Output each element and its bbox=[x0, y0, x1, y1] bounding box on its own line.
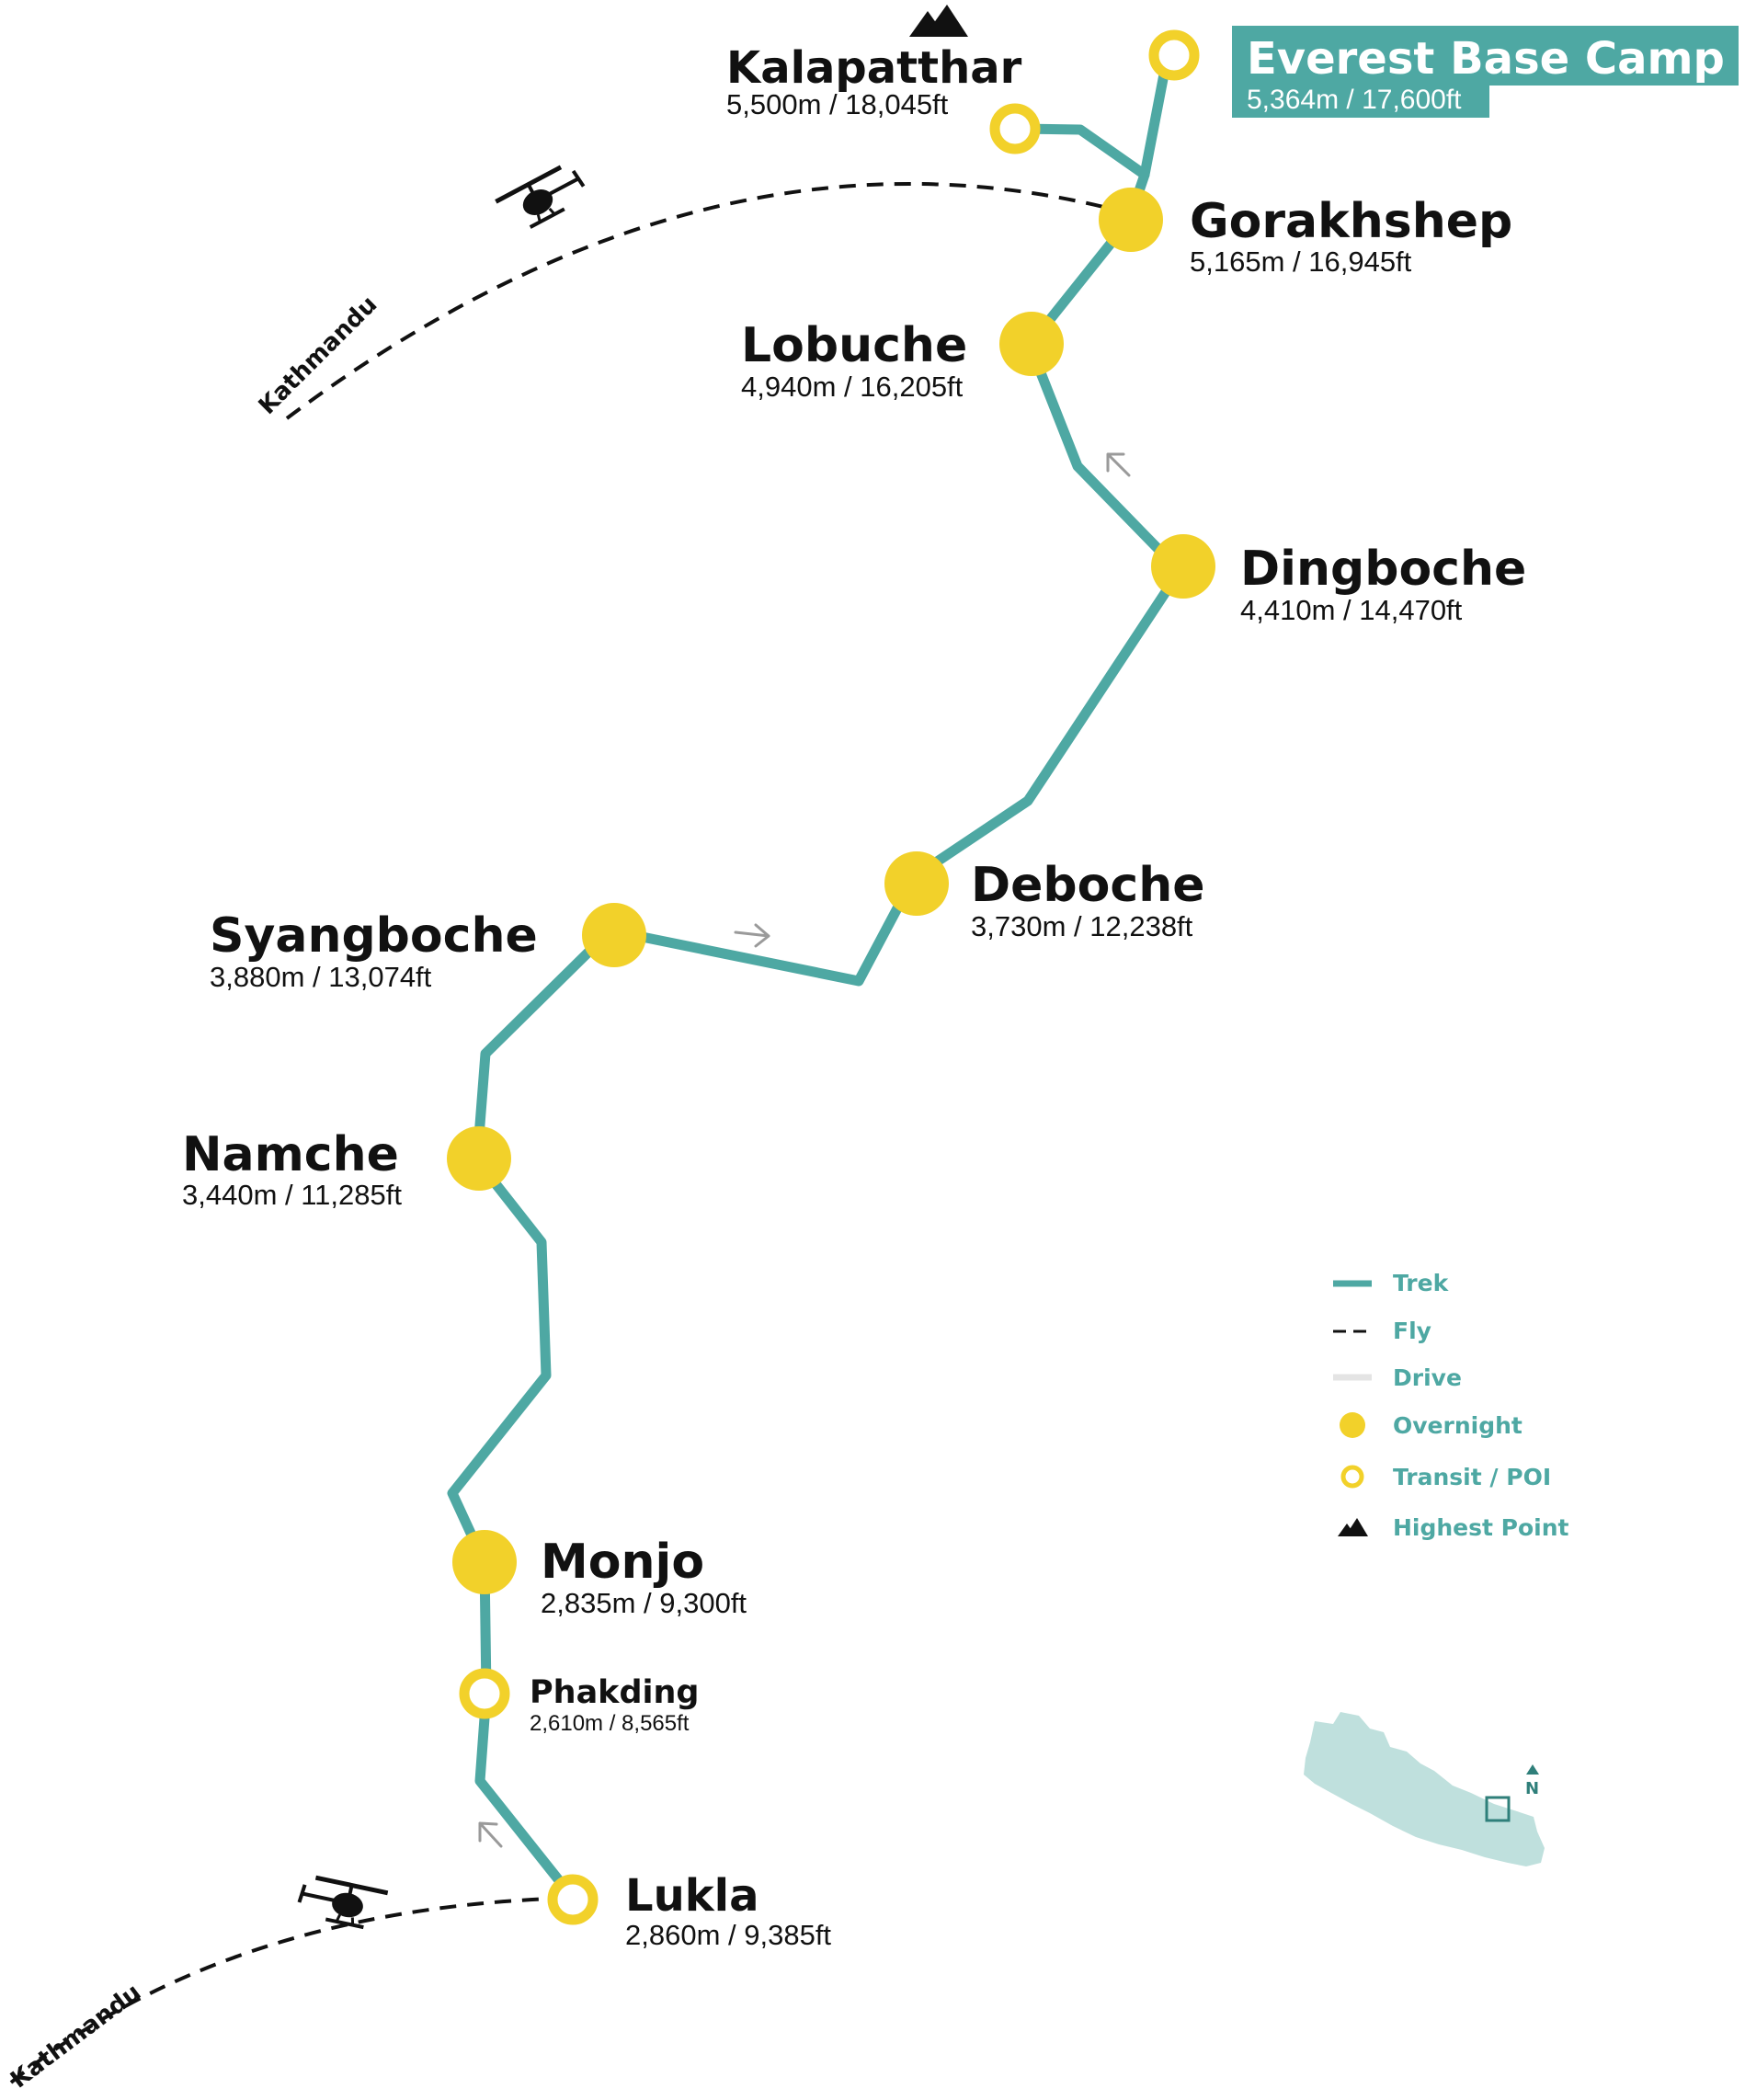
direction-arrow-icon bbox=[478, 452, 1131, 1848]
ebc-alt-box bbox=[1232, 83, 1489, 118]
deboche-altitude: 3,730m / 12,238ft bbox=[971, 910, 1193, 942]
helicopter-icon bbox=[297, 1875, 389, 1930]
marker-monjo bbox=[452, 1530, 517, 1594]
legend-overnight-swatch bbox=[1340, 1412, 1365, 1438]
marker-namche bbox=[447, 1126, 511, 1191]
marker-phakding bbox=[459, 1668, 510, 1719]
monjo-name: Monjo bbox=[541, 1535, 704, 1590]
legend-transit-label: Transit / POI bbox=[1393, 1464, 1551, 1490]
lukla-altitude: 2,860m / 9,385ft bbox=[625, 1919, 831, 1951]
mountain-icon bbox=[909, 5, 968, 37]
legend-highest-label: Highest Point bbox=[1393, 1514, 1569, 1541]
ebc-altitude: 5,364m / 17,600ft bbox=[1247, 85, 1462, 115]
helicopter-icon bbox=[495, 165, 586, 229]
flight-path-lower bbox=[9, 1897, 553, 2084]
phakding-name: Phakding bbox=[530, 1674, 700, 1711]
overnight-markers bbox=[447, 188, 1215, 1594]
phakding-altitude: 2,610m / 8,565ft bbox=[530, 1711, 690, 1736]
legend-overnight-label: Overnight bbox=[1393, 1412, 1523, 1439]
north-label: N bbox=[1525, 1779, 1539, 1798]
lobuche-name: Lobuche bbox=[741, 318, 967, 373]
namche-altitude: 3,440m / 11,285ft bbox=[182, 1179, 402, 1211]
namche-name: Namche bbox=[182, 1127, 399, 1182]
north-arrow-icon bbox=[1526, 1764, 1539, 1775]
nepal-shape bbox=[1304, 1712, 1545, 1866]
marker-syangboche bbox=[582, 903, 646, 967]
poi-markers bbox=[459, 29, 1200, 1925]
monjo-altitude: 2,835m / 9,300ft bbox=[541, 1587, 747, 1619]
gorakhshep-altitude: 5,165m / 16,945ft bbox=[1190, 245, 1412, 278]
flight-path-upper bbox=[285, 182, 1104, 420]
marker-ebc bbox=[1148, 29, 1200, 81]
dingboche-altitude: 4,410m / 14,470ft bbox=[1240, 594, 1463, 626]
kalapatthar-name: Kalapatthar bbox=[726, 42, 1022, 94]
syangboche-name: Syangboche bbox=[210, 908, 538, 964]
nepal-inset-map: N bbox=[1304, 1712, 1545, 1866]
legend-transit-swatch bbox=[1340, 1465, 1364, 1489]
marker-gorakhshep bbox=[1099, 188, 1163, 252]
marker-lobuche bbox=[999, 312, 1064, 376]
inset-region-box bbox=[1485, 1796, 1511, 1822]
dingboche-name: Dingboche bbox=[1240, 542, 1526, 597]
legend-highest-mountain-icon bbox=[1338, 1518, 1368, 1536]
marker-lukla bbox=[547, 1874, 599, 1925]
ebc-title-box bbox=[1232, 26, 1739, 86]
deboche-name: Deboche bbox=[971, 858, 1205, 913]
legend: Trek Fly Drive Overnight Transit / POI H… bbox=[1333, 1270, 1569, 1541]
marker-deboche bbox=[884, 851, 949, 916]
marker-kalapatthar bbox=[989, 103, 1041, 154]
ebc-name: Everest Base Camp bbox=[1247, 33, 1725, 85]
marker-dingboche bbox=[1151, 534, 1215, 599]
legend-drive-label: Drive bbox=[1393, 1364, 1462, 1391]
kathmandu-label-lower: Kathmandu bbox=[6, 1979, 146, 2094]
syangboche-altitude: 3,880m / 13,074ft bbox=[210, 961, 432, 993]
legend-fly-label: Fly bbox=[1393, 1318, 1431, 1344]
lukla-name: Lukla bbox=[625, 1870, 759, 1922]
kathmandu-label-upper: Kathmandu bbox=[254, 291, 383, 420]
kalapatthar-altitude: 5,500m / 18,045ft bbox=[726, 88, 949, 120]
gorakhshep-name: Gorakhshep bbox=[1190, 194, 1512, 249]
legend-trek-label: Trek bbox=[1393, 1270, 1450, 1296]
lobuche-altitude: 4,940m / 16,205ft bbox=[741, 371, 964, 403]
